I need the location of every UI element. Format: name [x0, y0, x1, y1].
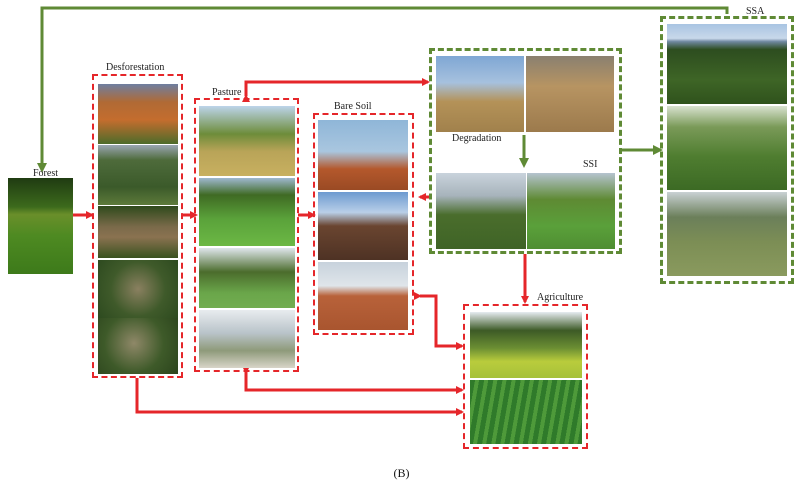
ssi-label: SSI — [583, 159, 598, 170]
ssa-label: SSA — [746, 6, 765, 17]
ssi-photo-1 — [436, 173, 526, 249]
pasture-photo-2 — [199, 178, 295, 246]
figure-caption: (B) — [393, 466, 410, 480]
bare-soil-box — [313, 113, 414, 335]
pasture-photo-4 — [199, 310, 295, 368]
pasture-photo-1 — [199, 106, 295, 176]
agriculture-photo-1 — [470, 312, 582, 378]
ssa-photo-3 — [667, 192, 787, 276]
forest-photo — [8, 178, 73, 274]
degradation-label: Degradation — [452, 133, 502, 144]
desforestation-box — [92, 74, 183, 378]
ssa-photo-2 — [667, 106, 787, 190]
degradation-ssi-box — [429, 48, 622, 254]
degradation-photo-1 — [436, 56, 524, 132]
degradation-photo-2 — [526, 56, 614, 132]
arrow-ssa-to-forest — [37, 6, 729, 173]
arrow-desforestation-to-agriculture — [135, 378, 464, 416]
desforestation-photo-2 — [98, 145, 178, 205]
agriculture-photo-2 — [470, 380, 582, 444]
arrow-pasture-agriculture — [242, 366, 464, 394]
desforestation-photo-3 — [98, 206, 178, 258]
desforestation-photo-4 — [98, 260, 178, 318]
pasture-photo-3 — [199, 248, 295, 308]
ssi-photo-2 — [527, 173, 615, 249]
ssa-box — [660, 16, 794, 284]
arrow-baresoil-agriculture — [414, 292, 464, 350]
bare-soil-label: Bare Soil — [334, 101, 372, 112]
arrow-pasture-degradation — [242, 78, 430, 102]
ssa-photo-1 — [667, 24, 787, 104]
desforestation-label: Desforestation — [106, 62, 165, 73]
pasture-box — [194, 98, 299, 372]
agriculture-label: Agriculture — [537, 292, 584, 303]
agriculture-box — [463, 304, 588, 449]
desforestation-photo-1 — [98, 84, 178, 144]
desforestation-photo-5 — [98, 318, 178, 374]
bare-soil-photo-1 — [318, 120, 408, 190]
pasture-label: Pasture — [212, 87, 242, 98]
bare-soil-photo-2 — [318, 192, 408, 260]
forest-label: Forest — [33, 168, 58, 179]
bare-soil-photo-3 — [318, 262, 408, 330]
